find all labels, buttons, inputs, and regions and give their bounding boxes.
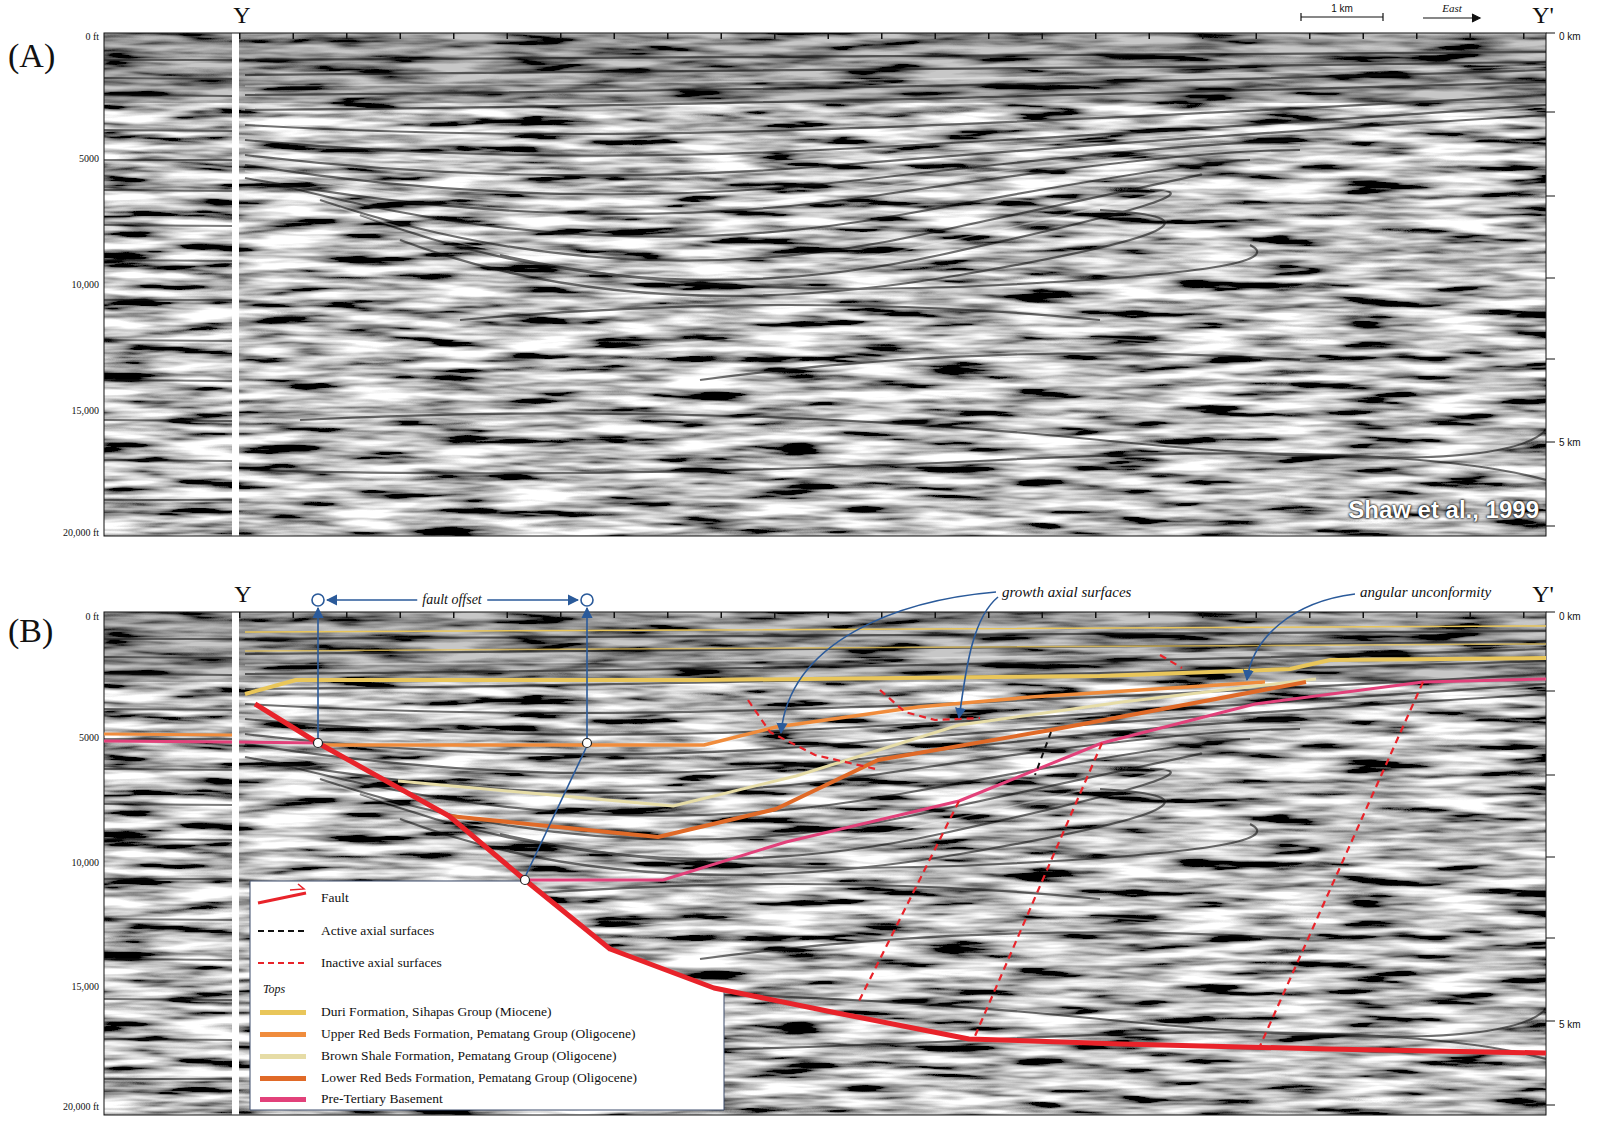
- legend-text: Lower Red Beds Formation, Pematang Group…: [321, 1071, 637, 1086]
- depth-label: 5000: [79, 732, 99, 743]
- depth-label: 15,000: [72, 405, 100, 416]
- legend-swatch: [260, 1054, 306, 1059]
- legend-swatch: [260, 1032, 306, 1037]
- km-label: 5 km: [1559, 437, 1581, 448]
- depth-label: 20,000 ft: [63, 527, 99, 538]
- depth-label: 10,000: [72, 279, 100, 290]
- section-end-label: Y': [1532, 2, 1554, 28]
- depth-label: 5000: [79, 153, 99, 164]
- km-label: 0 km: [1559, 611, 1581, 622]
- legend-text: Pre-Tertiary Basement: [321, 1092, 443, 1107]
- source-credit: Shaw et al., 1999: [1348, 497, 1539, 523]
- legend-swatch: [260, 1097, 306, 1102]
- depth-label: 0 ft: [85, 31, 99, 42]
- panel-letter: (A): [8, 37, 55, 74]
- annotation-label: growth axial surfaces: [1002, 584, 1131, 601]
- depth-label: 20,000 ft: [63, 1101, 99, 1112]
- km-label: 5 km: [1559, 1019, 1581, 1030]
- legend-text: Fault: [321, 891, 349, 906]
- legend-swatch: [260, 1076, 306, 1081]
- legend-text: Inactive axial surfaces: [321, 956, 442, 971]
- legend-text: Duri Formation, Sihapas Group (Miocene): [321, 1005, 552, 1020]
- depth-label: 0 ft: [85, 611, 99, 622]
- direction-label: East: [1442, 2, 1462, 14]
- legend-text: Active axial surfaces: [321, 924, 434, 939]
- legend-text: Brown Shale Formation, Pematang Group (O…: [321, 1049, 616, 1064]
- scale-bar-label: 1 km: [1331, 3, 1353, 14]
- section-end-label: Y: [233, 2, 250, 28]
- section-end-label: Y: [234, 581, 251, 607]
- depth-label: 10,000: [72, 857, 100, 868]
- annotation-label: angular unconformity: [1360, 584, 1491, 601]
- legend-heading: Tops: [263, 983, 285, 996]
- panel-letter: (B): [8, 612, 53, 649]
- legend-swatch: [260, 1010, 306, 1015]
- km-label: 0 km: [1559, 31, 1581, 42]
- annotation-label: fault offset: [417, 592, 487, 607]
- section-end-label: Y': [1532, 581, 1554, 607]
- legend-text: Upper Red Beds Formation, Pematang Group…: [321, 1027, 636, 1042]
- depth-label: 15,000: [72, 981, 100, 992]
